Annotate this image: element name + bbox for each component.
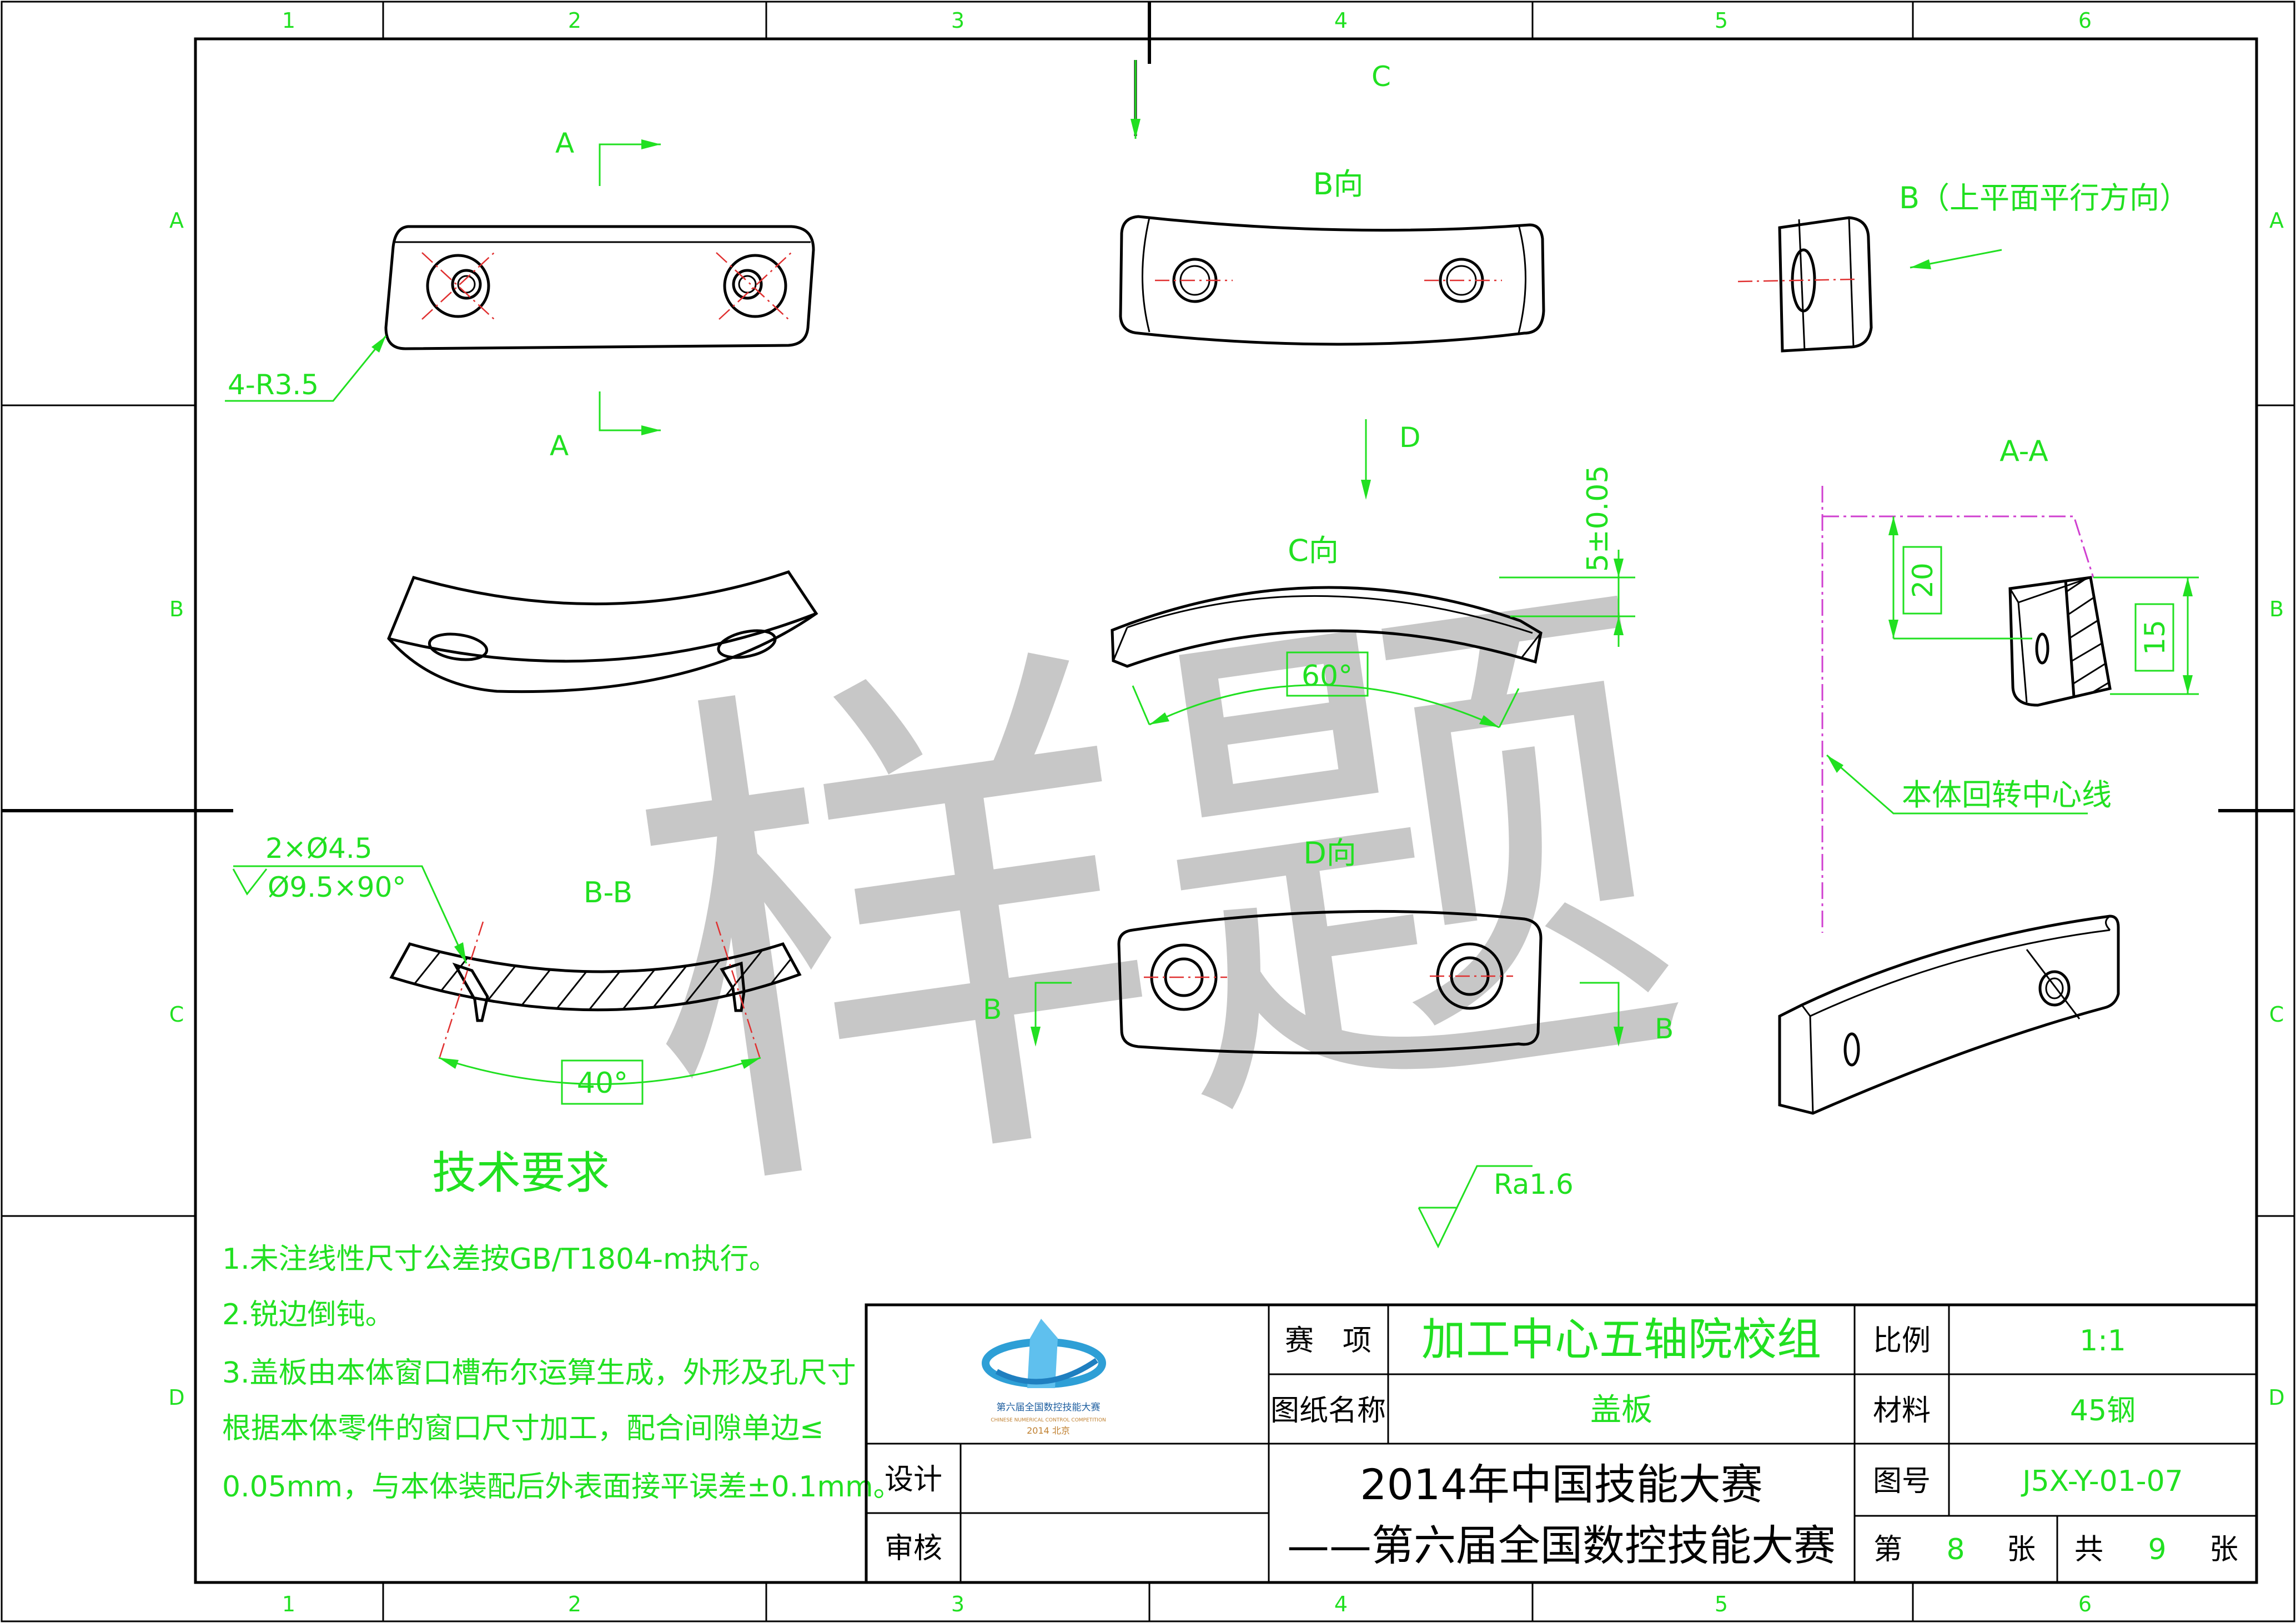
zone-row-a-left: A <box>169 208 184 233</box>
section-a-top-label: A <box>555 127 574 159</box>
sheet-unit: 张 <box>2007 1533 2036 1566</box>
tech-requirement-3c: 0.05mm，与本体装配后外表面接平误差±0.1mm。 <box>222 1470 902 1504</box>
zone-col-1-bottom: 1 <box>282 1592 295 1616</box>
dim-15: 15 <box>2139 620 2171 655</box>
roughness-symbol: Ra1.6 <box>1418 1165 1574 1249</box>
scale-label: 比例 <box>1873 1324 1931 1358</box>
tech-requirement-2: 2.锐边倒钝。 <box>222 1298 394 1331</box>
arrow-c-label: C <box>1371 61 1391 93</box>
tech-requirements: 技术要求 1.未注线性尺寸公差按GB/T1804-m执行。 2.锐边倒钝。 3.… <box>222 1147 902 1504</box>
zone-col-4-top: 4 <box>1334 8 1348 33</box>
review-label: 审核 <box>885 1532 942 1565</box>
scale-value: 1:1 <box>2079 1324 2126 1358</box>
material-label: 材料 <box>1873 1394 1931 1428</box>
logo-line2: CHINESE NUMERICAL CONTROL COMPETITION <box>991 1418 1106 1423</box>
section-aa-label: A-A <box>1999 435 2048 468</box>
view-b-parallel-label: B（上平面平行方向） <box>1899 180 2189 215</box>
thickness-dim: 5±0.05 <box>1581 465 1615 572</box>
zone-col-3-top: 3 <box>951 8 964 33</box>
zone-row-b-left: B <box>169 597 184 621</box>
zone-row-d-left: D <box>168 1385 184 1410</box>
arrow-d-label: D <box>1399 421 1421 454</box>
section-aa-view: A-A 20 15 本体回转中心线 <box>1821 435 2199 933</box>
tech-requirement-1: 1.未注线性尺寸公差按GB/T1804-m执行。 <box>222 1243 778 1276</box>
sheet-label: 第 <box>1873 1533 1902 1566</box>
logo-line1: 第六届全国数控技能大赛 <box>997 1401 1101 1413</box>
tech-requirement-3b: 根据本体零件的窗口尺寸加工，配合间隙单边≤ <box>222 1412 824 1445</box>
zone-col-1-top: 1 <box>282 8 295 33</box>
watermark: 样题 <box>597 522 1715 1270</box>
zone-row-d-right: D <box>2268 1385 2284 1410</box>
angle-40-dim: 40° <box>577 1067 628 1100</box>
view-b-parallel: B（上平面平行方向） <box>1737 180 2189 353</box>
zone-col-6-top: 6 <box>2078 8 2092 33</box>
contest-line1: 2014年中国技能大赛 <box>1360 1460 1762 1509</box>
drawing-no-value: J5X-Y-01-07 <box>2021 1465 2183 1498</box>
event-label: 赛 项 <box>1285 1324 1371 1358</box>
roughness-value: Ra1.6 <box>1494 1168 1574 1200</box>
view-d: D向 B B <box>983 836 1674 1054</box>
zone-col-6-bottom: 6 <box>2078 1592 2092 1616</box>
hole-spec-line2: Ø9.5×90° <box>268 871 406 903</box>
total-unit: 张 <box>2209 1533 2238 1566</box>
zone-col-2-bottom: 2 <box>568 1592 581 1616</box>
view-b-label: B向 <box>1313 167 1363 202</box>
angle-60-dim: 60° <box>1302 660 1353 693</box>
section-bb-label: B-B <box>584 876 632 910</box>
view-b: C B向 <box>1119 60 1545 346</box>
logo-line3: 2014 北京 <box>1027 1425 1070 1436</box>
zone-row-c-left: C <box>169 1002 184 1027</box>
zone-col-2-top: 2 <box>568 8 581 33</box>
title-block: 第六届全国数控技能大赛 CHINESE NUMERICAL CONTROL CO… <box>865 1303 2258 1584</box>
zone-col-5-bottom: 5 <box>1715 1592 1728 1616</box>
tech-requirements-title: 技术要求 <box>432 1147 610 1199</box>
hole-spec-line1: 2×Ø4.5 <box>265 832 373 865</box>
view-c-label: C向 <box>1288 533 1339 568</box>
zone-col-3-bottom: 3 <box>951 1592 964 1616</box>
zone-row-c-right: C <box>2269 1002 2284 1027</box>
drawing-name-value: 盖板 <box>1590 1392 1652 1428</box>
axis-note: 本体回转中心线 <box>1902 777 2112 812</box>
contest-logo: 第六届全国数控技能大赛 CHINESE NUMERICAL CONTROL CO… <box>982 1319 1106 1436</box>
arrow-b-right-label: B <box>1655 1013 1674 1045</box>
sheet-number: 8 <box>1946 1533 1965 1566</box>
arrow-b-left-label: B <box>983 993 1002 1026</box>
tech-requirement-3a: 3.盖板由本体窗口槽布尔运算生成，外形及孔尺寸 <box>222 1356 856 1390</box>
event-value: 加工中心五轴院校组 <box>1421 1314 1821 1365</box>
material-value: 45钢 <box>2070 1394 2136 1428</box>
drawing-no-label: 图号 <box>1873 1465 1931 1498</box>
iso-view-left <box>387 570 818 694</box>
contest-line2: ——第六届全国数控技能大赛 <box>1287 1521 1836 1570</box>
zone-col-5-top: 5 <box>1715 8 1728 33</box>
corner-radius-dim: 4-R3.5 <box>228 369 319 401</box>
front-view: A A 4-R3.5 <box>225 127 815 462</box>
design-label: 设计 <box>885 1463 942 1496</box>
view-d-label: D向 <box>1303 836 1357 871</box>
total-number: 9 <box>2148 1533 2166 1566</box>
dim-20: 20 <box>1907 562 1939 598</box>
zone-row-a-right: A <box>2269 208 2284 233</box>
zone-col-4-bottom: 4 <box>1334 1592 1348 1616</box>
drawing-name-label: 图纸名称 <box>1270 1394 1386 1428</box>
iso-view-right <box>1778 914 2120 1115</box>
section-a-bottom-label: A <box>550 430 569 462</box>
view-c: D C向 5±0.05 60° <box>1111 419 1635 728</box>
zone-row-b-right: B <box>2269 597 2284 621</box>
total-label: 共 <box>2074 1533 2103 1566</box>
